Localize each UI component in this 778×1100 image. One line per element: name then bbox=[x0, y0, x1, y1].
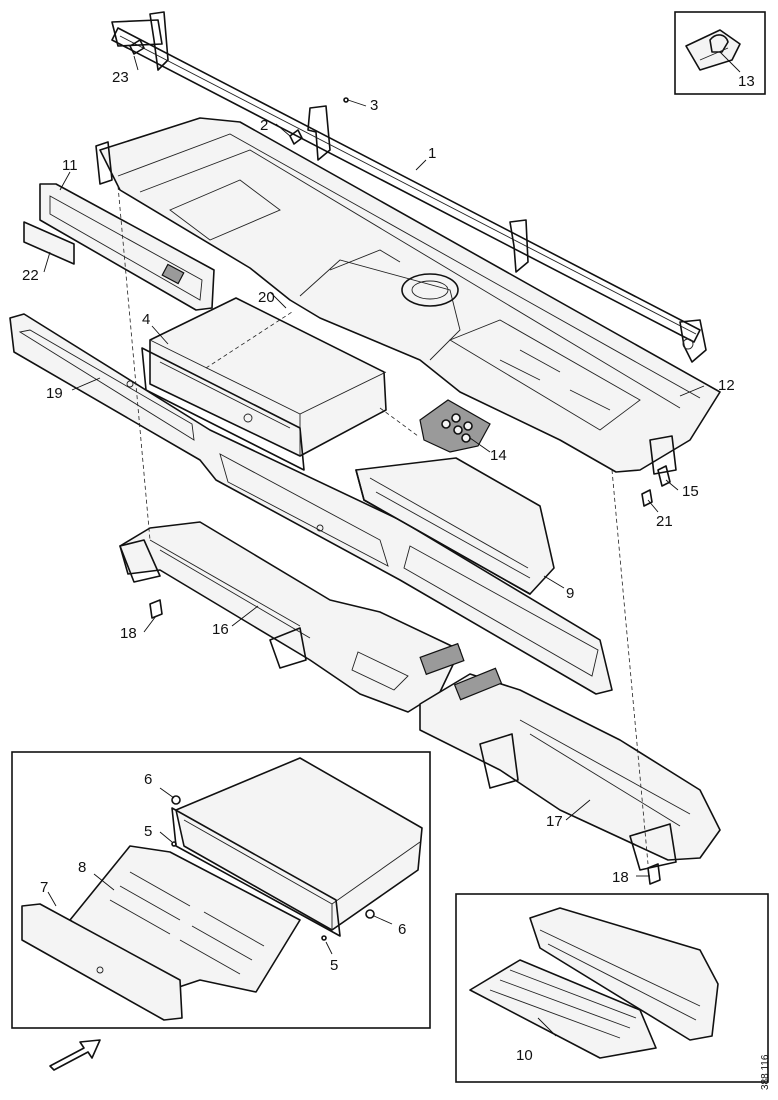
callout-2: 2 bbox=[260, 117, 268, 134]
part-9-console-box bbox=[355, 457, 555, 595]
callout-7: 7 bbox=[40, 879, 48, 896]
callout-labels: 1 2 3 4 5 5 6 6 7 8 9 10 11 12 13 14 15 … bbox=[22, 69, 755, 1064]
callout-3: 3 bbox=[370, 97, 378, 114]
callout-5b: 5 bbox=[330, 957, 338, 974]
part-13-clip-inset bbox=[674, 11, 766, 95]
callout-22: 22 bbox=[22, 267, 39, 284]
callout-1: 1 bbox=[428, 145, 436, 162]
callout-16: 16 bbox=[212, 621, 229, 638]
part-16-lower-console bbox=[119, 521, 465, 713]
callout-20: 20 bbox=[258, 289, 275, 306]
part-12-dashboard-frame bbox=[95, 117, 721, 475]
callout-21: 21 bbox=[656, 513, 673, 530]
part-17-lower-right-console bbox=[419, 667, 721, 871]
callout-8: 8 bbox=[78, 859, 86, 876]
callout-14: 14 bbox=[490, 447, 507, 464]
callout-19: 19 bbox=[46, 385, 63, 402]
part-10-inset bbox=[455, 893, 769, 1083]
callout-15: 15 bbox=[682, 483, 699, 500]
fasteners bbox=[117, 39, 671, 885]
direction-arrow-icon bbox=[49, 1039, 101, 1071]
part-4-glovebox-unit bbox=[141, 297, 387, 471]
part-22-cover bbox=[23, 221, 75, 265]
callout-18b: 18 bbox=[612, 869, 629, 886]
callout-12: 12 bbox=[718, 377, 735, 394]
callout-13: 13 bbox=[738, 73, 755, 90]
callout-leaders bbox=[43, 55, 705, 877]
callout-17: 17 bbox=[546, 813, 563, 830]
callout-4: 4 bbox=[142, 311, 150, 328]
callout-11: 11 bbox=[62, 157, 78, 174]
callout-18a: 18 bbox=[120, 625, 137, 642]
callout-5a: 5 bbox=[144, 823, 152, 840]
part-11-left-panel bbox=[39, 183, 215, 311]
callout-23: 23 bbox=[112, 69, 129, 86]
part-14-speaker-grille bbox=[379, 399, 491, 453]
reference-number: 388 116 bbox=[760, 1054, 771, 1090]
part-19-trim-frame bbox=[9, 313, 613, 695]
callout-6a: 6 bbox=[144, 771, 152, 788]
glovebox-detail-inset bbox=[11, 751, 431, 1029]
callout-6b: 6 bbox=[398, 921, 406, 938]
callout-10: 10 bbox=[516, 1047, 533, 1064]
part-1-support-rail bbox=[111, 11, 707, 363]
callout-9: 9 bbox=[566, 585, 574, 602]
